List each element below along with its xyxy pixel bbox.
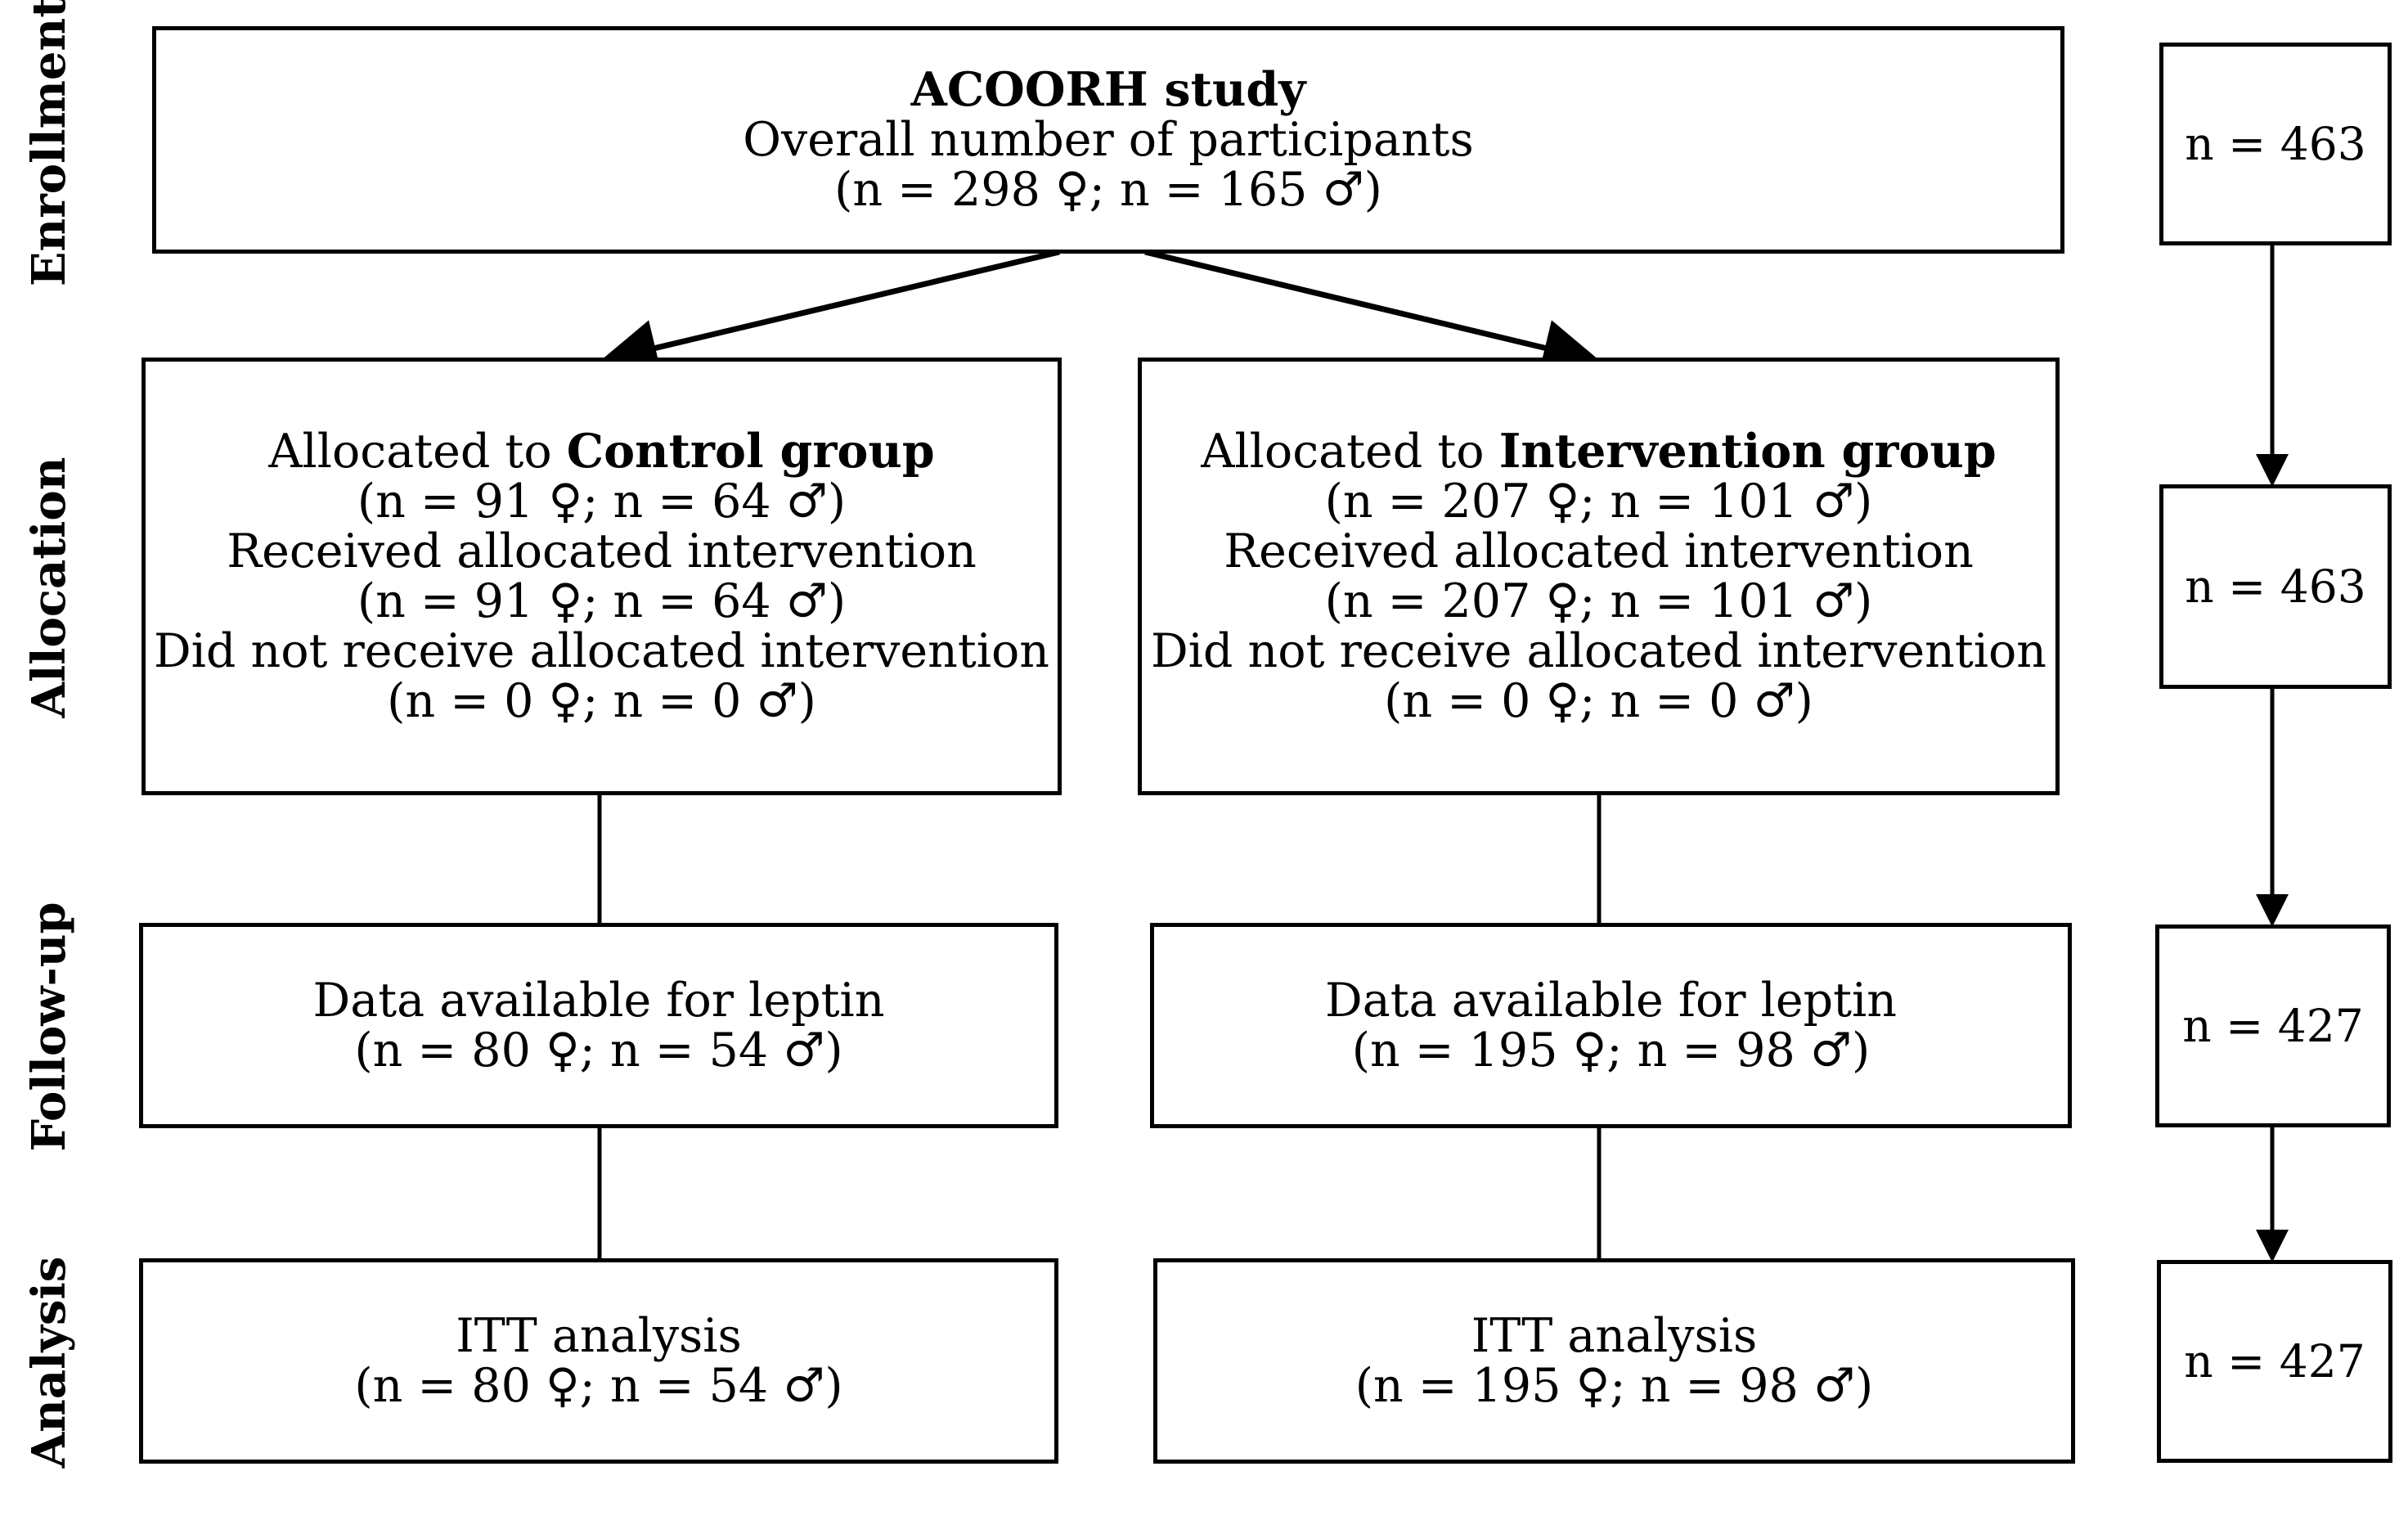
control-not-received-counts: (n = 0 ♀; n = 0 ♂) — [387, 674, 816, 728]
intervention-allocated-heading: Allocated to Intervention group — [1201, 424, 1997, 479]
intervention-not-received-counts: (n = 0 ♀; n = 0 ♂) — [1384, 674, 1813, 728]
control-followup-label: Data available for leptin — [312, 973, 885, 1028]
control-received-counts: (n = 91 ♀; n = 64 ♂) — [357, 574, 847, 628]
connectors — [597, 244, 2289, 1262]
intervention-followup-counts: (n = 195 ♀; n = 98 ♂) — [1351, 1023, 1871, 1077]
control-analysis-label: ITT analysis — [456, 1308, 742, 1363]
intervention-analysis-counts: (n = 195 ♀; n = 98 ♂) — [1354, 1358, 1874, 1413]
enrollment-counts: (n = 298 ♀; n = 165 ♂) — [834, 163, 1382, 217]
intervention-not-received-label: Did not receive allocated intervention — [1150, 624, 2047, 678]
intervention-followup-box: Data available for leptin (n = 195 ♀; n … — [1150, 923, 2072, 1128]
enrollment-subtitle: Overall number of participants — [743, 113, 1474, 167]
phase-label-allocation: Allocation — [22, 457, 76, 718]
phase-label-follow-up: Follow-up — [22, 902, 76, 1152]
phase-label-enrollment: Enrollment — [22, 0, 76, 287]
arrow-to-control — [600, 249, 1060, 376]
intervention-analysis-box: ITT analysis (n = 195 ♀; n = 98 ♂) — [1153, 1258, 2075, 1464]
control-analysis-counts: (n = 80 ♀; n = 54 ♂) — [354, 1358, 843, 1413]
total-analysis-value: n = 427 — [2184, 1334, 2365, 1388]
control-allocated-heading: Allocated to Control group — [268, 424, 935, 479]
total-allocation-value: n = 463 — [2185, 560, 2366, 613]
flow-diagram: Enrollment Allocation Follow-up Analysis… — [22, 0, 2392, 1468]
control-received-label: Received allocated intervention — [227, 524, 977, 578]
intervention-received-label: Received allocated intervention — [1224, 524, 1974, 578]
total-allocation-box: n = 463 — [2159, 484, 2392, 689]
arrow-to-intervention — [1144, 249, 1601, 376]
total-enrollment-value: n = 463 — [2185, 117, 2366, 170]
intervention-analysis-label: ITT analysis — [1471, 1308, 1758, 1363]
enrollment-box: ACOORH study Overall number of participa… — [152, 26, 2064, 254]
control-followup-counts: (n = 80 ♀; n = 54 ♂) — [354, 1023, 843, 1077]
total-analysis-box: n = 427 — [2157, 1260, 2392, 1463]
control-allocation-box: Allocated to Control group (n = 91 ♀; n … — [142, 358, 1062, 795]
phase-label-analysis: Analysis — [22, 1256, 76, 1469]
intervention-allocation-box: Allocated to Intervention group (n = 207… — [1138, 358, 2060, 795]
intervention-received-counts: (n = 207 ♀; n = 101 ♂) — [1324, 574, 1873, 628]
control-followup-box: Data available for leptin (n = 80 ♀; n =… — [139, 923, 1058, 1128]
total-enrollment-box: n = 463 — [2159, 43, 2392, 245]
control-analysis-box: ITT analysis (n = 80 ♀; n = 54 ♂) — [139, 1258, 1058, 1464]
control-not-received-label: Did not receive allocated intervention — [153, 624, 1050, 678]
enrollment-title: ACOORH study — [910, 62, 1306, 117]
intervention-allocated-counts: (n = 207 ♀; n = 101 ♂) — [1324, 475, 1873, 529]
total-followup-box: n = 427 — [2155, 924, 2391, 1127]
total-followup-value: n = 427 — [2182, 999, 2364, 1052]
control-allocated-counts: (n = 91 ♀; n = 64 ♂) — [357, 475, 847, 529]
intervention-followup-label: Data available for leptin — [1325, 973, 1897, 1028]
